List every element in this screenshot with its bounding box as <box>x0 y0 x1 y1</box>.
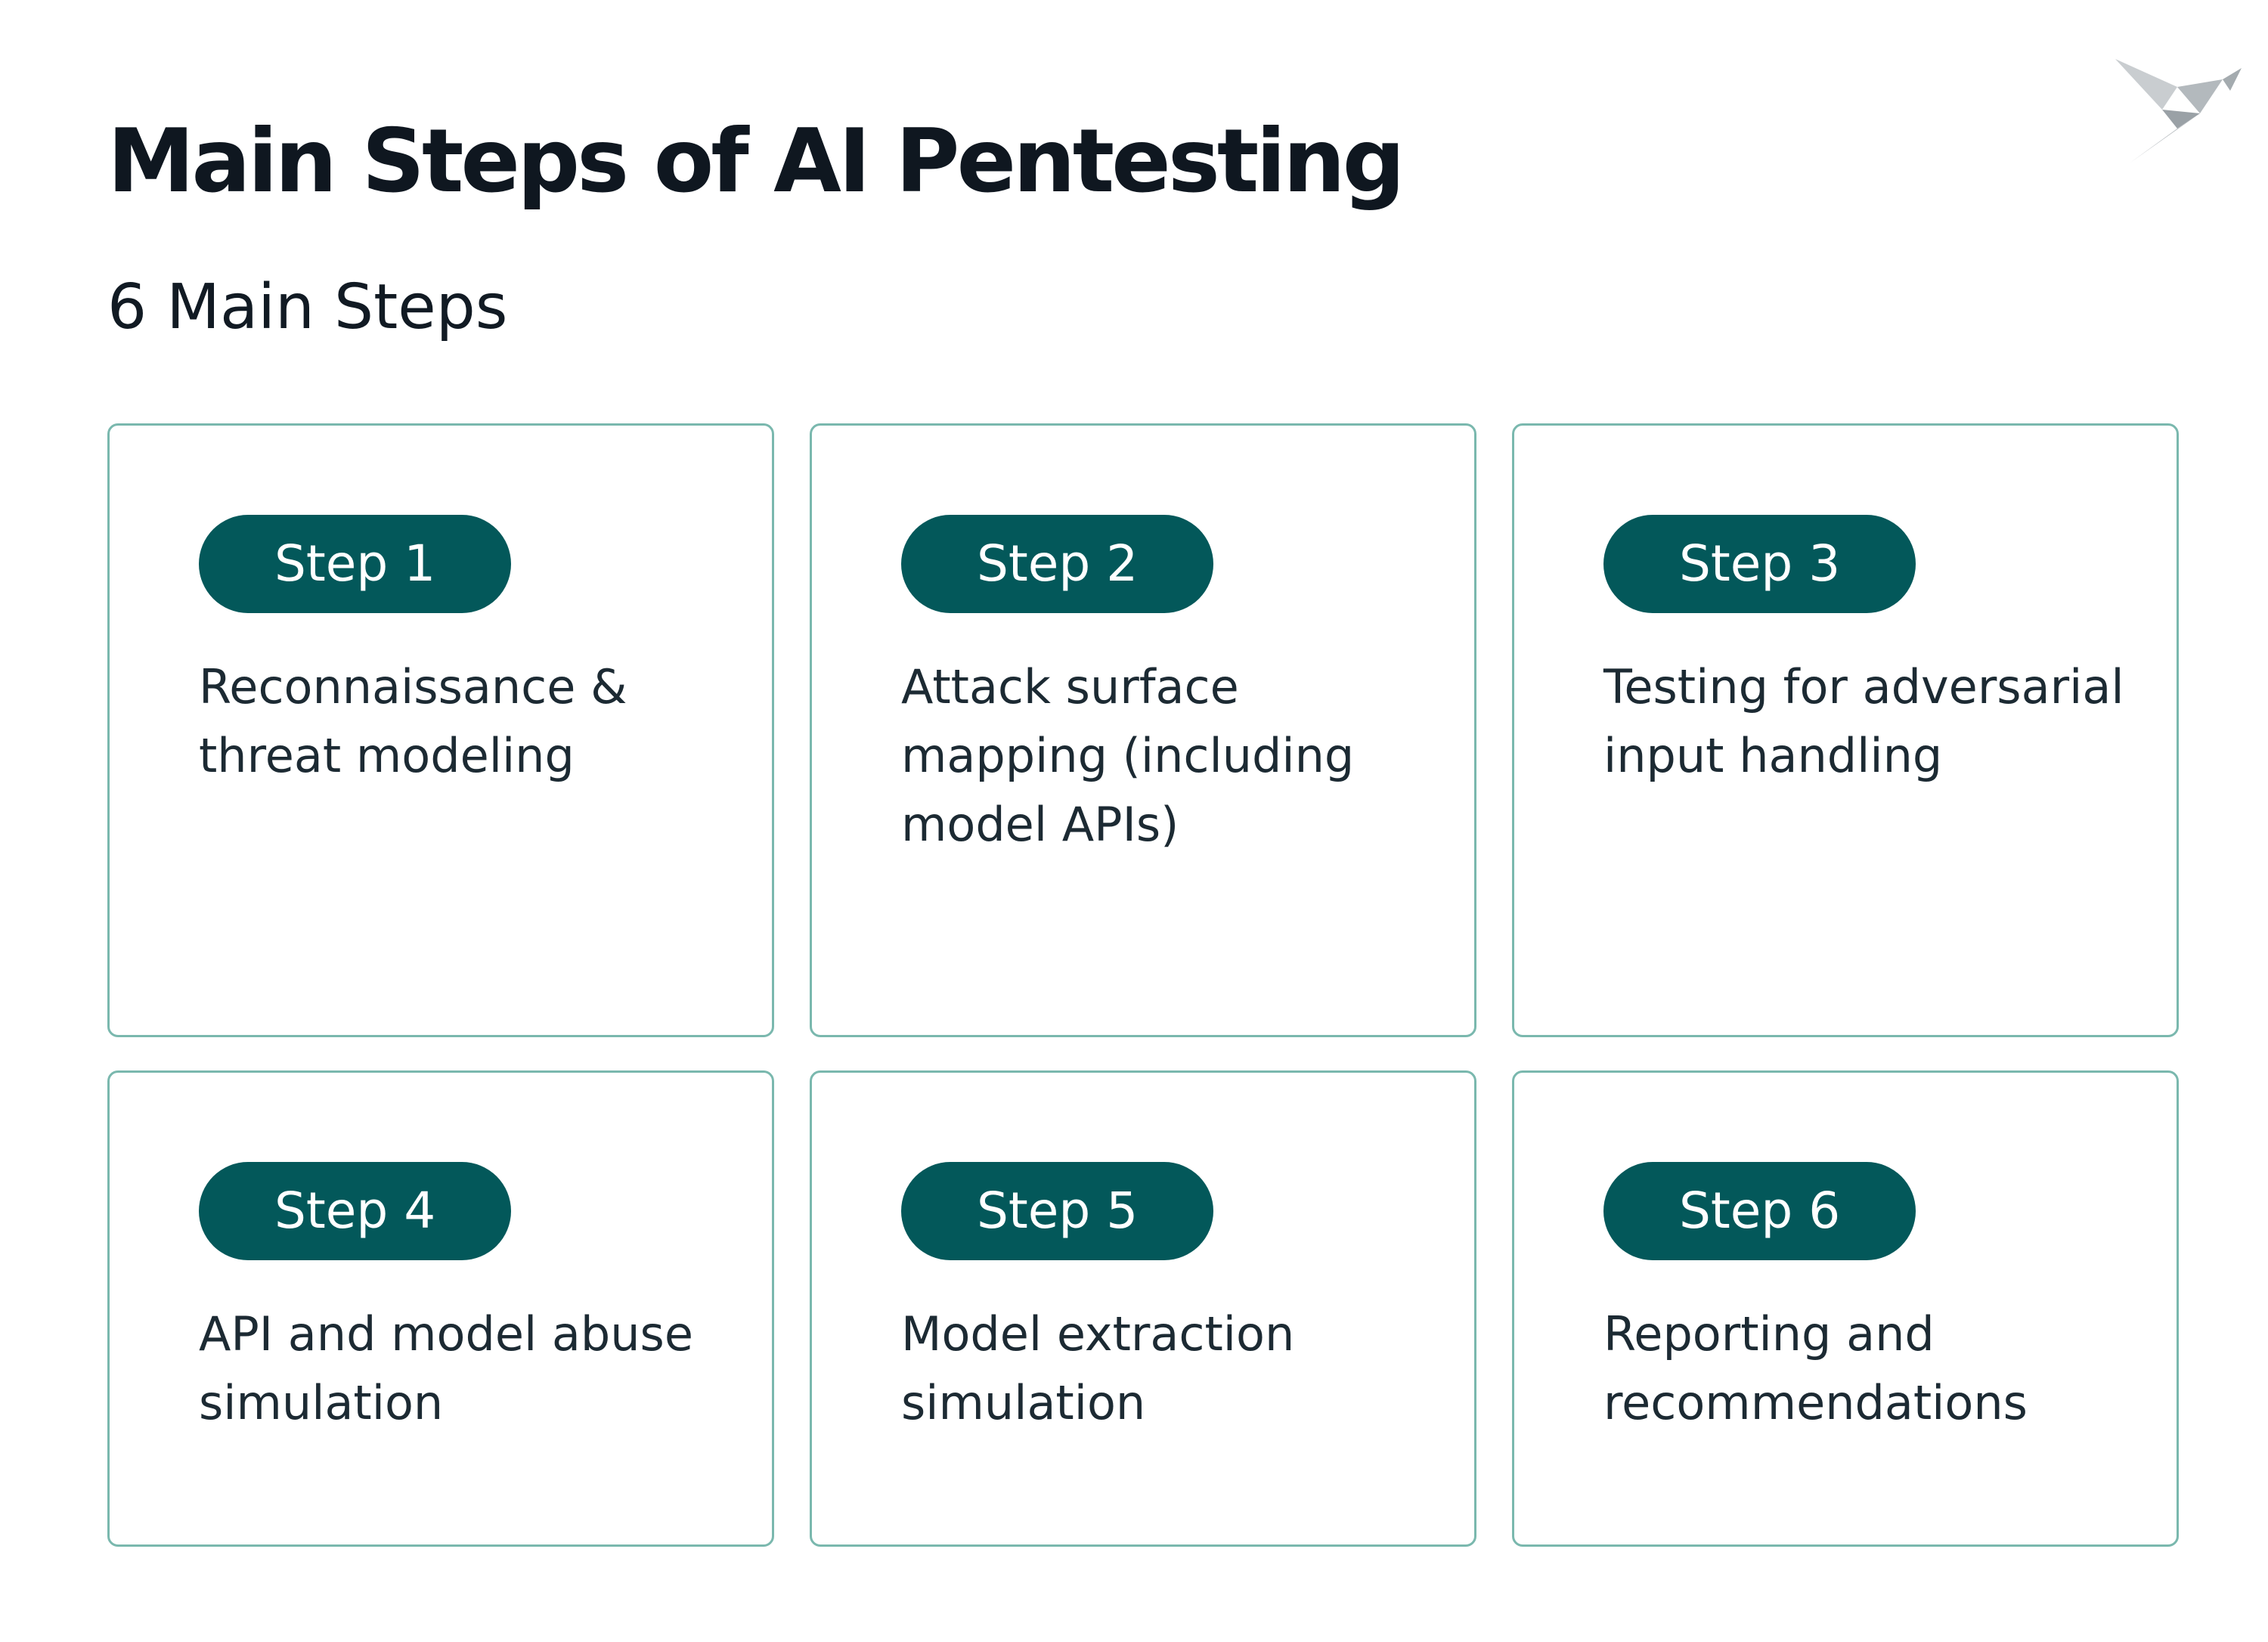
step-card-6: Step 6 Reporting and recommendations <box>1512 1070 2179 1547</box>
step-description: Reporting and recommendations <box>1603 1306 2028 1430</box>
step-badge: Step 6 <box>1603 1162 1916 1260</box>
step-badge: Step 5 <box>901 1162 1214 1260</box>
step-card-4: Step 4 API and model abuse simulation <box>107 1070 774 1547</box>
step-badge: Step 3 <box>1603 515 1916 613</box>
step-card-1: Step 1 Reconnaissance & threat modeling <box>107 423 774 1037</box>
step-description: Model extraction simulation <box>901 1306 1295 1430</box>
step-description: Reconnaissance & threat modeling <box>199 659 627 783</box>
step-badge: Step 2 <box>901 515 1214 613</box>
step-badge: Step 4 <box>199 1162 512 1260</box>
step-description: Attack surface mapping (including model … <box>901 659 1355 852</box>
page-title: Main Steps of AI Pentesting <box>107 110 1405 212</box>
step-card-2: Step 2 Attack surface mapping (including… <box>810 423 1476 1037</box>
page-subtitle: 6 Main Steps <box>107 271 508 343</box>
origami-bird-icon <box>2115 59 2242 163</box>
step-badge: Step 1 <box>199 515 512 613</box>
step-description: API and model abuse simulation <box>199 1306 693 1430</box>
step-description: Testing for adversarial input handling <box>1603 659 2124 783</box>
step-card-5: Step 5 Model extraction simulation <box>810 1070 1476 1547</box>
steps-grid: Step 1 Reconnaissance & threat modeling … <box>107 423 2186 1557</box>
step-card-3: Step 3 Testing for adversarial input han… <box>1512 423 2179 1037</box>
